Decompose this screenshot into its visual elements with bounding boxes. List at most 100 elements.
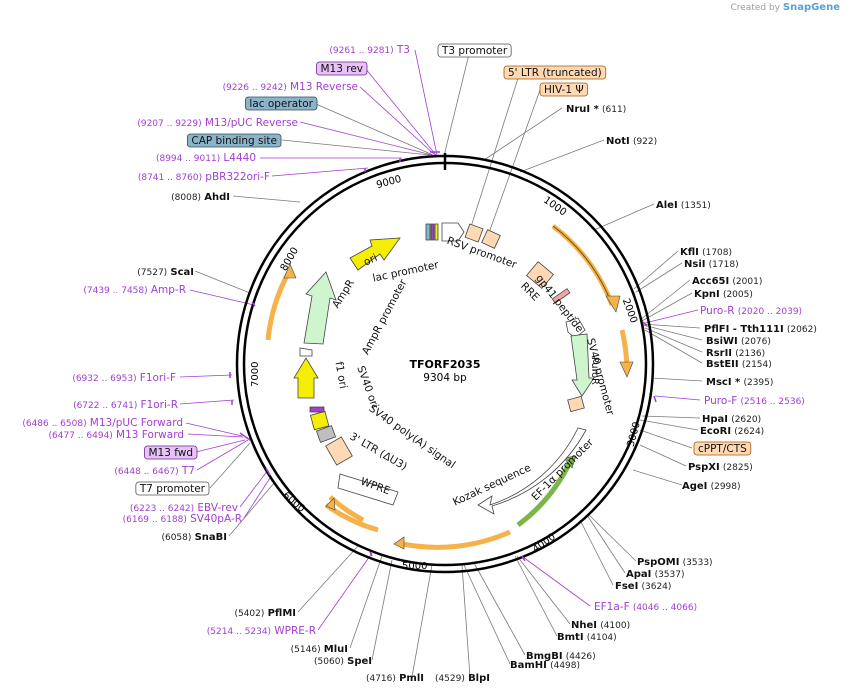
label-position: (2998) bbox=[711, 482, 741, 492]
primer-site bbox=[309, 406, 325, 413]
svg-text:(8994 .. 9011) L4440: (8994 .. 9011) L4440 bbox=[156, 152, 256, 164]
label-name: KflI bbox=[680, 247, 699, 258]
svg-text:BmgBI (4426): BmgBI (4426) bbox=[526, 651, 596, 662]
site-label-alei: AleI (1351) bbox=[656, 200, 711, 211]
label-position: (9207 .. 9229) bbox=[137, 119, 201, 129]
label-position: (6448 .. 6467) bbox=[114, 467, 178, 477]
svg-text:AgeI (2998): AgeI (2998) bbox=[682, 481, 741, 492]
site-label-spei: (5060) SpeI bbox=[314, 656, 372, 667]
label-name: SpeI bbox=[347, 656, 372, 667]
label-position: (6722 .. 6741) bbox=[73, 401, 137, 411]
label-position: (4529) bbox=[435, 674, 465, 684]
svg-text:(6722 .. 6741) F1ori-R: (6722 .. 6741) F1ori-R bbox=[73, 399, 178, 411]
primer-label-amp-r: (7439 .. 7458) Amp-R bbox=[83, 284, 186, 296]
tick-label: 9000 bbox=[375, 174, 402, 191]
site-label-mlui: (5146) MluI bbox=[291, 644, 348, 655]
primer-marks bbox=[229, 151, 657, 562]
label-position: (9261 .. 9281) bbox=[329, 46, 393, 56]
label-box bbox=[316, 61, 368, 76]
svg-text:(5214 .. 5234) WPRE-R: (5214 .. 5234) WPRE-R bbox=[207, 625, 316, 637]
feature-label-lac-operator: lac operator bbox=[244, 96, 318, 111]
label-name: MscI * bbox=[706, 377, 741, 388]
site-label-blpi: (4529) BlpI bbox=[435, 673, 490, 684]
label-box bbox=[503, 65, 607, 80]
svg-text:(9226 .. 9242) M13 Reverse: (9226 .. 9242) M13 Reverse bbox=[223, 81, 358, 93]
site-label-bamhi: BamHI (4498) bbox=[510, 660, 580, 671]
svg-text:BmtI (4104): BmtI (4104) bbox=[557, 632, 617, 643]
label-position: (611) bbox=[602, 105, 626, 115]
sv40-polya-feature bbox=[315, 425, 337, 443]
svg-text:BamHI (4498): BamHI (4498) bbox=[510, 660, 580, 671]
label-position: (7439 .. 7458) bbox=[83, 286, 147, 296]
site-label-ecori: EcoRI (2624) bbox=[700, 426, 764, 437]
site-label-bmgbi: BmgBI (4426) bbox=[526, 651, 596, 662]
site-label-kfli: KflI (1708) bbox=[680, 247, 732, 258]
site-label-rsrii: RsrII (2136) bbox=[706, 348, 765, 359]
label-name: Amp-R bbox=[151, 284, 186, 296]
svg-text:(6477 .. 6494) M13 Forward: (6477 .. 6494) M13 Forward bbox=[49, 429, 184, 441]
label-position: (4426) bbox=[566, 652, 596, 662]
svg-text:(4529) BlpI: (4529) BlpI bbox=[435, 673, 490, 684]
svg-text:(5060) SpeI: (5060) SpeI bbox=[314, 656, 372, 667]
feature-label-t3-promoter: T3 promoter bbox=[437, 43, 512, 58]
label-position: (922) bbox=[633, 137, 657, 147]
label-box bbox=[186, 133, 282, 148]
svg-text:KflI (1708): KflI (1708) bbox=[680, 247, 732, 258]
label-position: (3533) bbox=[683, 558, 713, 568]
svg-text:BsiWI (2076): BsiWI (2076) bbox=[706, 336, 771, 347]
svg-text:T3 promoter: T3 promoter bbox=[441, 45, 508, 57]
primer-label-f1ori-r: (6722 .. 6741) F1ori-R bbox=[73, 399, 178, 411]
label-position: (6058) bbox=[161, 533, 191, 543]
site-label-nsii: NsiI (1718) bbox=[684, 259, 739, 270]
label-name: BstEII bbox=[706, 359, 739, 370]
label-name: BsiWI bbox=[706, 336, 738, 347]
label-name: RsrII bbox=[706, 348, 732, 359]
label-position: (1708) bbox=[702, 248, 732, 258]
ori-label: ori bbox=[362, 252, 379, 269]
primer-label-puro-f: Puro-F (2516 .. 2536) bbox=[704, 395, 805, 407]
site-label-kpni: KpnI (2005) bbox=[694, 289, 753, 300]
primer-label-t7: (6448 .. 6467) T7 bbox=[114, 465, 195, 477]
svg-text:CAP binding site: CAP binding site bbox=[191, 135, 277, 147]
svg-text:(4716) PmlI: (4716) PmlI bbox=[366, 673, 424, 684]
label-position: (2001) bbox=[732, 277, 762, 287]
svg-text:RsrII (2136): RsrII (2136) bbox=[706, 348, 765, 359]
primer-label-t3: (9261 .. 9281) T3 bbox=[329, 44, 410, 56]
label-name: NotI bbox=[606, 136, 630, 147]
svg-text:PflFI - Tth111I (2062): PflFI - Tth111I (2062) bbox=[704, 324, 817, 335]
site-label-bmti: BmtI (4104) bbox=[557, 632, 617, 643]
svg-text:NruI * (611): NruI * (611) bbox=[566, 104, 626, 115]
primer-label-sv40pa-r: (6169 .. 6188) SV40pA-R bbox=[123, 513, 242, 525]
tick-label: 7000 bbox=[250, 362, 261, 387]
tick-label: 4000 bbox=[531, 531, 558, 555]
primer-label-pbr322ori-f: (8741 .. 8760) pBR322ori-F bbox=[138, 171, 270, 183]
label-position: (6486 .. 6508) bbox=[22, 419, 86, 429]
snapgene-logo: SnapGene bbox=[782, 2, 840, 13]
feature-label-m13-rev: M13 rev bbox=[316, 61, 368, 76]
inner-features bbox=[293, 222, 595, 515]
svg-text:M13 rev: M13 rev bbox=[320, 63, 363, 75]
label-position: (6932 .. 6953) bbox=[72, 374, 136, 384]
svg-text:(5146) MluI: (5146) MluI bbox=[291, 644, 348, 655]
label-name: AgeI bbox=[682, 481, 707, 492]
site-label-acc65i: Acc65I (2001) bbox=[692, 276, 762, 287]
label-name: PmlI bbox=[399, 673, 424, 684]
label-box bbox=[437, 43, 512, 58]
label-name: Puro-F bbox=[704, 395, 737, 407]
label-position: (4716) bbox=[366, 674, 396, 684]
label-name: F1ori-F bbox=[140, 372, 176, 384]
orf-arcs bbox=[265, 224, 634, 550]
svg-text:NheI (4100): NheI (4100) bbox=[571, 620, 630, 631]
label-position: (4100) bbox=[600, 621, 630, 631]
svg-text:Puro-F (2516 .. 2536): Puro-F (2516 .. 2536) bbox=[704, 395, 805, 407]
label-name: HpaI bbox=[702, 414, 728, 425]
primer-label-m13-puc-reverse: (9207 .. 9229) M13/pUC Reverse bbox=[137, 117, 298, 129]
label-name: M13/pUC Reverse bbox=[205, 117, 298, 129]
label-name: BlpI bbox=[468, 673, 490, 684]
feature-label-cppt-cts: cPPT/CTS bbox=[693, 441, 752, 456]
svg-text:HpaI (2620): HpaI (2620) bbox=[702, 414, 761, 425]
label-name: EcoRI bbox=[700, 426, 731, 437]
label-position: (2825) bbox=[723, 463, 753, 473]
label-name: FseI bbox=[615, 581, 638, 592]
primer-label-l4440: (8994 .. 9011) L4440 bbox=[156, 152, 256, 164]
